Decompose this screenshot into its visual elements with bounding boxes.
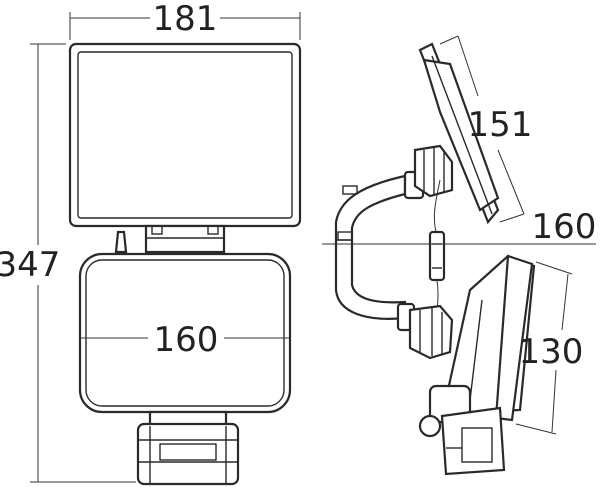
solar-panel-side	[418, 42, 500, 225]
lamp-side	[446, 254, 536, 422]
dimension-lamp: 130	[515, 261, 584, 435]
dimension-overall-height: 347	[0, 43, 136, 483]
dimension-top-width: 181	[69, 0, 301, 40]
motion-sensor-front	[136, 410, 240, 486]
label-160-side: 160	[532, 207, 597, 247]
solar-panel-front	[68, 42, 302, 228]
front-view: 181 347 160	[0, 0, 302, 486]
motion-sensor-side	[418, 384, 506, 476]
side-view: 160 151 130	[322, 35, 596, 476]
label-347: 347	[0, 245, 60, 285]
dimension-body-width: 160	[80, 320, 290, 360]
label-160-front: 160	[154, 320, 219, 360]
upper-joint-side	[403, 144, 454, 200]
wall-arm-side	[334, 174, 407, 320]
label-151: 151	[468, 105, 533, 145]
dimension-solar-panel: 151	[439, 35, 533, 223]
label-181: 181	[153, 0, 218, 39]
dimension-side-depth: 160	[322, 207, 596, 247]
mount-bracket-front	[114, 224, 226, 254]
label-130: 130	[519, 332, 584, 372]
lower-joint-side	[396, 302, 454, 360]
